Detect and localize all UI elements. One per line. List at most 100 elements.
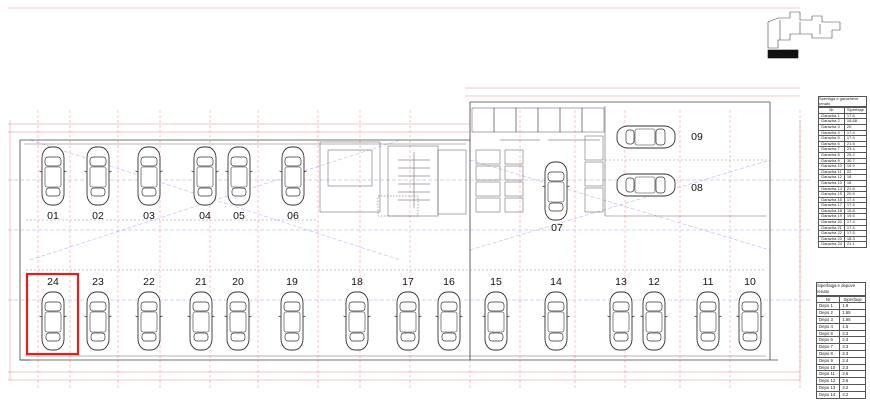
garage-name-cell: Garazha 24 xyxy=(818,241,845,248)
space-number: 10 xyxy=(744,276,756,288)
grid-line xyxy=(469,159,771,251)
garage-area-cell: 18.68 xyxy=(843,118,868,125)
storage-area-cell: 2.6 xyxy=(839,377,866,385)
building-walls xyxy=(19,101,778,361)
car-icon xyxy=(343,291,371,351)
space-number: 01 xyxy=(47,210,59,222)
space-number: 03 xyxy=(143,210,155,222)
car-icon xyxy=(135,146,163,206)
storage-area-cell: 1.5 xyxy=(839,322,866,331)
car-icon xyxy=(84,146,112,206)
garage-area-cell: 17.6 xyxy=(843,112,868,120)
space-number: 14 xyxy=(550,276,562,288)
car-icon xyxy=(225,146,253,206)
storage-name-cell: Depo 3 xyxy=(815,315,841,324)
storage-area-cell: 1.8 xyxy=(839,302,866,311)
storage-name-cell: Depo 14 xyxy=(815,390,841,399)
car-icon xyxy=(542,291,570,351)
car-icon xyxy=(542,161,570,221)
car-icon xyxy=(482,291,510,351)
storage-area-cell: 2.3 xyxy=(839,349,866,358)
space-number: 20 xyxy=(232,276,244,288)
space-number: 18 xyxy=(351,276,363,288)
space-number: 15 xyxy=(490,276,502,288)
space-number: 07 xyxy=(551,222,563,234)
space-number: 12 xyxy=(648,276,660,288)
storage-name-cell: Depo 2 xyxy=(815,309,841,317)
car-icon xyxy=(187,291,215,351)
storage-rooms xyxy=(471,107,605,213)
car-icon xyxy=(394,291,422,351)
car-icon xyxy=(616,173,676,197)
garage-area-table: Sperfaga e garazheve renato Nr Siperfaqe… xyxy=(818,96,868,248)
space-number: 11 xyxy=(703,276,714,288)
storage-name-cell: Depo 7 xyxy=(815,343,841,351)
car-icon xyxy=(607,291,635,351)
storage-area-cell: 2.2 xyxy=(839,390,866,399)
space-number: 23 xyxy=(92,276,104,288)
space-number: 02 xyxy=(92,210,104,222)
storage-name-cell: Depo 13 xyxy=(815,383,841,392)
storage-col-nr: Nr xyxy=(815,295,841,304)
car-icon xyxy=(616,125,676,149)
storage-area-cell: 2.3 xyxy=(839,336,866,345)
storage-name-cell: Depo 12 xyxy=(815,377,841,385)
key-plan-icon xyxy=(767,11,841,59)
space-number: 06 xyxy=(287,210,299,222)
car-icon xyxy=(39,146,67,206)
storage-name-cell: Depo 8 xyxy=(815,349,841,358)
space-number: 04 xyxy=(199,210,211,222)
space-number: 21 xyxy=(195,276,207,288)
car-icon xyxy=(224,291,252,351)
space-number: 05 xyxy=(233,210,245,222)
storage-name-cell: Depo 5 xyxy=(815,329,841,338)
space-number: 13 xyxy=(615,276,627,288)
storage-table-title: Siperfaqja e depove renato xyxy=(816,282,866,296)
storage-area-cell: 2.3 xyxy=(839,343,866,351)
car-icon xyxy=(278,291,306,351)
highlight-box xyxy=(25,272,80,356)
storage-name-cell: Depo 10 xyxy=(815,363,841,372)
storage-name-cell: Depo 11 xyxy=(815,370,841,379)
storage-area-table: Siperfaqja e depove renato Nr Siperfaqe … xyxy=(815,282,866,399)
car-icon xyxy=(191,146,219,206)
storage-area-cell: 2.2 xyxy=(839,383,866,392)
space-number: 08 xyxy=(691,182,703,194)
storage-name-cell: Depo 1 xyxy=(815,302,841,311)
storage-area-cell: 2.4 xyxy=(839,356,866,365)
storage-area-cell: 2.6 xyxy=(839,370,866,379)
garage-col-area: Siperfaqe xyxy=(843,107,868,114)
car-icon xyxy=(84,291,112,351)
space-number: 22 xyxy=(143,276,155,288)
space-number: 19 xyxy=(286,276,298,288)
car-icon xyxy=(279,146,307,206)
car-icon xyxy=(640,291,668,351)
space-number: 24 xyxy=(47,276,59,288)
car-icon xyxy=(694,291,722,351)
car-icon xyxy=(435,291,463,351)
storage-area-cell: 1.65 xyxy=(839,309,866,317)
space-number: 17 xyxy=(402,276,414,288)
car-icon xyxy=(39,291,67,351)
storage-area-cell: 2.3 xyxy=(839,329,866,338)
car-icon xyxy=(736,291,764,351)
storage-col-area: Siperfaqe xyxy=(839,295,866,304)
storage-name-cell: Depo 4 xyxy=(815,322,841,331)
space-number: 09 xyxy=(691,131,703,143)
